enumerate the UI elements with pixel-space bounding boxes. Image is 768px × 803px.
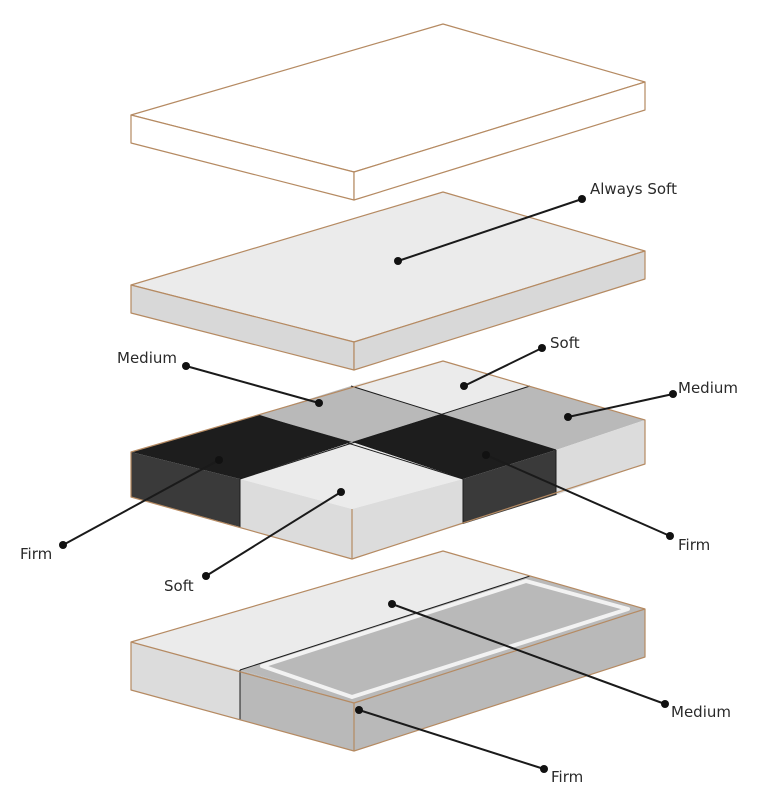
- leader-line: [485, 454, 671, 537]
- leader-dot: [578, 195, 586, 203]
- callout-medium-left: Medium: [117, 349, 323, 407]
- callout-firm-base: Firm: [355, 706, 583, 786]
- grid-side-right-firm: [463, 450, 556, 524]
- grid-side-left-firm: [131, 452, 240, 527]
- zone-front-soft: [240, 442, 463, 509]
- leader-dot: [538, 344, 546, 352]
- top-cover-layer: [130, 23, 646, 201]
- leader-line: [463, 347, 543, 387]
- base-top-face-left: [131, 551, 530, 670]
- label-soft: Soft: [550, 334, 580, 352]
- label-firm: Firm: [551, 768, 583, 786]
- grid-seam: [350, 385, 557, 451]
- leader-dot: [59, 541, 67, 549]
- leader-dot: [661, 700, 669, 708]
- label-medium: Medium: [117, 349, 177, 367]
- callout-medium-base: Medium: [388, 600, 731, 721]
- leader-dot: [482, 451, 490, 459]
- leader-line: [391, 603, 666, 705]
- leader-dot: [388, 600, 396, 608]
- grid-seam: [239, 385, 531, 480]
- leader-dot: [215, 456, 223, 464]
- callout-medium-right: Medium: [564, 379, 738, 421]
- always-soft-right-side: [353, 250, 646, 371]
- top-cover-right-side: [353, 81, 646, 201]
- callout-soft-front: Soft: [164, 488, 345, 595]
- base-right-side: [354, 609, 645, 751]
- callout-firm-left: Firm: [20, 456, 223, 563]
- leader-dot: [182, 362, 190, 370]
- base-outline: [130, 550, 646, 752]
- label-soft: Soft: [164, 577, 194, 595]
- leader-line: [62, 459, 220, 546]
- grid-side-right-medium: [556, 420, 645, 495]
- always-soft-layer: [130, 191, 646, 371]
- grid-outline: [130, 360, 646, 560]
- leader-line: [185, 365, 320, 404]
- leader-dot: [202, 572, 210, 580]
- leader-dot: [564, 413, 572, 421]
- grid-seam: [257, 414, 464, 480]
- leader-dot: [669, 390, 677, 398]
- leader-dot: [394, 257, 402, 265]
- base-left-side-firm: [240, 670, 354, 751]
- label-medium: Medium: [678, 379, 738, 397]
- leader-dot: [355, 706, 363, 714]
- zone-front-left-firm: [131, 415, 352, 479]
- label-always-soft: Always Soft: [590, 180, 677, 198]
- label-firm: Firm: [678, 536, 710, 554]
- leader-dot: [460, 382, 468, 390]
- base-top-edge: [130, 641, 355, 704]
- callout-always-soft: Always Soft: [394, 180, 677, 265]
- leader-line: [205, 491, 342, 577]
- leader-dot: [337, 488, 345, 496]
- base-seam: [239, 575, 531, 671]
- leader-line: [567, 393, 674, 418]
- base-layer: [130, 550, 646, 752]
- label-firm: Firm: [20, 545, 52, 563]
- label-medium: Medium: [671, 703, 731, 721]
- leader-dot: [540, 765, 548, 773]
- leader-dot: [666, 532, 674, 540]
- base-top-face-right: [240, 576, 645, 703]
- base-left-side-soft: [131, 642, 240, 720]
- base-inset-border: [260, 579, 630, 699]
- leader-line: [358, 709, 545, 770]
- leader-line: [397, 198, 583, 262]
- grid-side-right-soft: [352, 479, 463, 559]
- callout-soft-top: Soft: [460, 334, 580, 390]
- leader-dot: [315, 399, 323, 407]
- zoned-grid-layer: [130, 360, 646, 560]
- zone-back-right-medium: [441, 386, 645, 450]
- callout-firm-right: Firm: [482, 451, 710, 554]
- base-top-edge: [353, 608, 646, 704]
